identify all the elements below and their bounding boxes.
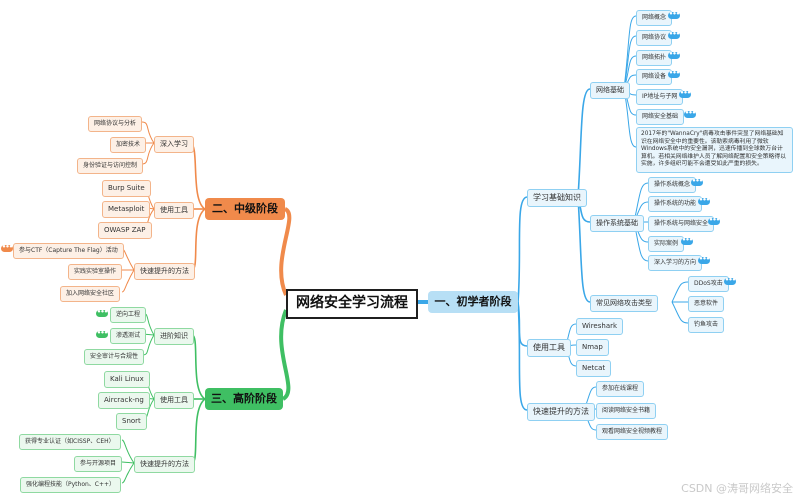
branch-beginner[interactable]: 一、初学者阶段 — [428, 291, 518, 313]
node-pentest[interactable]: 渗透测试 — [110, 328, 147, 344]
node-attack-types[interactable]: 常见网络攻击类型 — [590, 295, 658, 312]
node-os-further[interactable]: 深入学习的方向 — [648, 255, 703, 271]
node-netcat[interactable]: Netcat — [576, 360, 612, 377]
node-lab-practice[interactable]: 实践实验室操作 — [68, 264, 123, 280]
node-wireshark[interactable]: Wireshark — [576, 318, 624, 335]
node-ip-subnet[interactable]: IP地址与子网 — [636, 89, 684, 105]
node-programming-skills[interactable]: 强化编程技能（Python、C++） — [20, 477, 122, 493]
node-advanced-knowledge[interactable]: 进阶知识 — [154, 328, 194, 345]
more-icon[interactable]: ••• — [668, 10, 680, 19]
node-os-cases[interactable]: 实际案例 — [648, 236, 685, 252]
node-network-security-basics[interactable]: 网络安全基础 — [636, 109, 685, 125]
more-icon[interactable]: ••• — [668, 30, 680, 39]
node-malware[interactable]: 恶意软件 — [688, 296, 725, 312]
node-b1-fast[interactable]: 快速提升的方法 — [527, 403, 595, 421]
node-metasploit[interactable]: Metasploit — [102, 201, 151, 218]
node-owasp-zap[interactable]: OWASP ZAP — [98, 222, 152, 239]
node-ddos[interactable]: DDoS攻击 — [688, 276, 729, 292]
more-icon[interactable]: ••• — [96, 329, 108, 338]
node-os-security[interactable]: 操作系统与网络安全 — [648, 216, 715, 232]
node-reverse-engineering[interactable]: 逆向工程 — [110, 307, 147, 323]
more-icon[interactable]: ••• — [668, 50, 680, 59]
more-icon[interactable]: ••• — [96, 308, 108, 317]
node-b2-tools[interactable]: 使用工具 — [154, 202, 194, 219]
more-icon[interactable]: ••• — [698, 196, 710, 205]
node-network-concept[interactable]: 网络概念 — [636, 10, 673, 26]
branch-advanced[interactable]: 三、高阶阶段 — [205, 388, 283, 410]
node-os-basics[interactable]: 操作系统基础 — [590, 215, 644, 232]
node-b3-fast[interactable]: 快速提升的方法 — [134, 456, 195, 473]
note-wannacry: 2017年的"WannaCry"病毒攻击事件突显了网络基础知识在网络安全中的重要… — [636, 127, 793, 173]
more-icon[interactable]: ••• — [691, 177, 703, 186]
node-encryption[interactable]: 加密技术 — [110, 137, 147, 153]
more-icon[interactable]: ••• — [1, 243, 13, 252]
node-b1-tools[interactable]: 使用工具 — [527, 339, 571, 357]
more-icon[interactable]: ••• — [708, 216, 720, 225]
node-network-basics[interactable]: 网络基础 — [590, 82, 630, 99]
node-burp-suite[interactable]: Burp Suite — [102, 180, 151, 197]
node-auth-access[interactable]: 身份验证与访问控制 — [77, 158, 144, 174]
node-os-concept[interactable]: 操作系统概念 — [648, 177, 697, 193]
more-icon[interactable]: ••• — [679, 89, 691, 98]
node-ctf[interactable]: 参与CTF（Capture The Flag）活动 — [13, 243, 124, 259]
node-video-tutorials[interactable]: 观看网络安全视频教程 — [596, 424, 669, 440]
node-kali-linux[interactable]: Kali Linux — [104, 371, 150, 388]
node-open-source[interactable]: 参与开源项目 — [74, 456, 123, 472]
branch-intermediate[interactable]: 二、中级阶段 — [205, 198, 285, 220]
node-audit-compliance[interactable]: 安全审计与合规性 — [84, 349, 145, 365]
node-os-functions[interactable]: 操作系统的功能 — [648, 196, 703, 212]
more-icon[interactable]: ••• — [698, 255, 710, 264]
node-aircrack-ng[interactable]: Aircrack-ng — [98, 392, 150, 409]
node-network-device[interactable]: 网络设备 — [636, 69, 673, 85]
node-online-courses[interactable]: 参加在线课程 — [596, 381, 645, 397]
node-nmap[interactable]: Nmap — [576, 339, 609, 356]
node-join-community[interactable]: 加入网络安全社区 — [60, 286, 121, 302]
more-icon[interactable]: ••• — [681, 236, 693, 245]
node-read-books[interactable]: 阅读网络安全书籍 — [596, 403, 657, 419]
more-icon[interactable]: ••• — [668, 69, 680, 78]
node-snort[interactable]: Snort — [116, 413, 147, 430]
node-b2-fast[interactable]: 快速提升的方法 — [134, 263, 195, 280]
more-icon[interactable]: ••• — [684, 109, 696, 118]
node-protocol-analysis[interactable]: 网络协议与分析 — [88, 116, 143, 132]
watermark: CSDN @涛哥网络安全 — [681, 482, 793, 495]
node-network-topology[interactable]: 网络拓扑 — [636, 50, 673, 66]
node-study-basics[interactable]: 学习基础知识 — [527, 189, 587, 207]
node-deep-learning[interactable]: 深入学习 — [154, 136, 194, 153]
more-icon[interactable]: ••• — [724, 276, 736, 285]
node-b3-tools[interactable]: 使用工具 — [154, 392, 194, 409]
node-certification[interactable]: 获得专业认证（如CISSP、CEH） — [19, 434, 121, 450]
root-topic[interactable]: 网络安全学习流程 — [286, 289, 418, 319]
node-network-protocol[interactable]: 网络协议 — [636, 30, 673, 46]
node-phishing[interactable]: 钓鱼攻击 — [688, 317, 725, 333]
